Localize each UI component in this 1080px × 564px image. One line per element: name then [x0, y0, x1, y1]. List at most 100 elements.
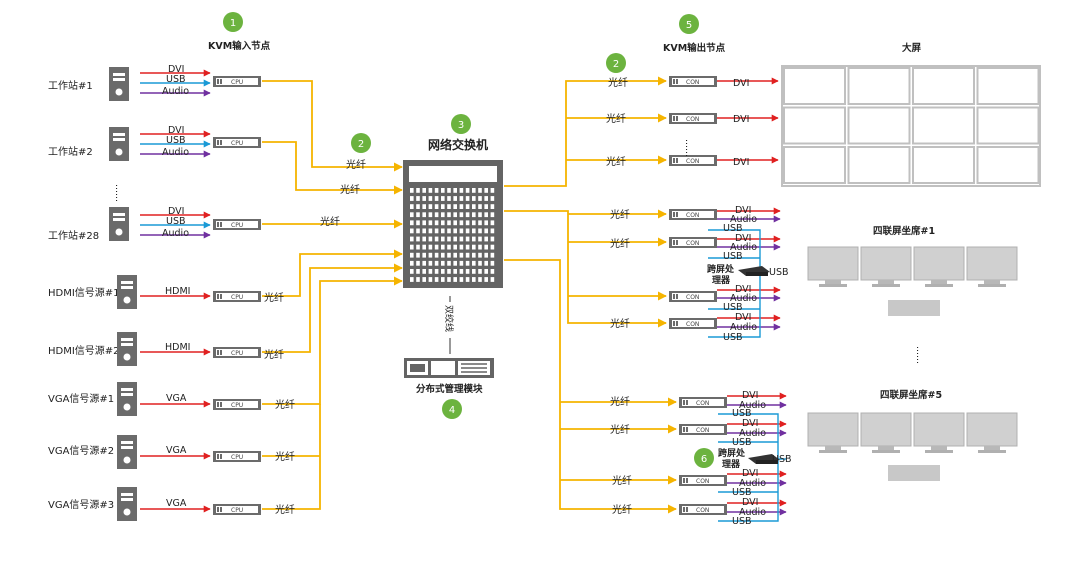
switch-port [416, 277, 420, 282]
switch-port [459, 204, 464, 209]
switch-port [490, 220, 495, 226]
switch-port [434, 277, 439, 282]
step-badge-1 [223, 12, 243, 32]
svg-text:DVI: DVI [735, 205, 751, 216]
svg-text:DVI: DVI [742, 390, 758, 401]
switch-port [484, 236, 488, 242]
switch-port [416, 252, 420, 258]
step-badge-2b [606, 53, 626, 73]
svg-text:CON: CON [686, 158, 699, 165]
switch-port [441, 252, 445, 258]
switch-port [459, 236, 464, 242]
workstation-icon [117, 487, 137, 521]
switch-port [465, 188, 470, 193]
switch-port [416, 212, 420, 218]
svg-text:DVI: DVI [733, 78, 749, 89]
workstation-icon [117, 382, 137, 416]
switch-port [422, 188, 426, 193]
svg-text:CPU: CPU [231, 454, 243, 461]
svg-text:USB: USB [732, 516, 752, 527]
svg-text:CPU: CPU [231, 402, 243, 409]
switch-port [428, 252, 433, 258]
switch-port [410, 196, 414, 201]
seat1-title: 四联屏坐席#1 [873, 225, 935, 237]
switch-port [428, 244, 433, 250]
switch-port [453, 252, 457, 258]
management-module-title: 分布式管理模块 [416, 383, 483, 395]
switch-port [422, 252, 426, 258]
switch-port [441, 196, 445, 201]
switch-port [478, 260, 482, 266]
svg-text:5: 5 [686, 20, 692, 31]
svg-text:DVI: DVI [733, 114, 749, 125]
fiber-label: 光纤 [608, 76, 628, 89]
svg-text:Audio: Audio [739, 478, 766, 489]
source-label-ws2: 工作站#2 [48, 145, 93, 158]
switch-port [410, 244, 414, 250]
switch-port [434, 244, 439, 250]
svg-text:DVI: DVI [742, 497, 758, 508]
cross-screen-label: 跨屏处理器 [707, 263, 735, 286]
switch-port [447, 236, 451, 242]
switch-port [422, 228, 426, 234]
svg-text:CON: CON [686, 240, 699, 247]
switch-port [453, 204, 457, 209]
screen-tile [847, 67, 911, 105]
switch-port [484, 228, 488, 234]
switch-port [490, 228, 495, 234]
source-label-ws28: 工作站#28 [48, 229, 99, 242]
svg-text:USB: USB [772, 454, 792, 465]
switch-port [447, 244, 451, 250]
svg-text:USB: USB [166, 135, 186, 146]
con-boxes: CON CON CON CON CON CON CON CON CON CON … [669, 76, 727, 515]
switch-port [453, 260, 457, 266]
switch-port [447, 228, 451, 234]
svg-text:Audio: Audio [162, 147, 189, 158]
switch-port [484, 220, 488, 226]
svg-text:CPU: CPU [231, 350, 243, 357]
switch-port [410, 260, 414, 266]
switch-port [416, 228, 420, 234]
svg-text:VGA: VGA [166, 393, 187, 404]
switch-port [490, 277, 495, 282]
svg-text:CPU: CPU [231, 79, 243, 86]
switch-port [484, 269, 488, 274]
network-switch-title: 网络交换机 [428, 137, 488, 152]
switch-port [434, 236, 439, 242]
switch-port [465, 244, 470, 250]
output-signal-wires [708, 77, 787, 522]
switch-port [472, 252, 476, 258]
switch-port [490, 269, 495, 274]
switch-port [410, 236, 414, 242]
svg-text:DVI: DVI [733, 157, 749, 168]
svg-text:Audio: Audio [739, 400, 766, 411]
fiber-label: 光纤 [606, 112, 626, 125]
svg-text:HDMI: HDMI [165, 342, 190, 353]
switch-port [453, 277, 457, 282]
switch-port [428, 204, 433, 209]
svg-text:DVI: DVI [735, 312, 751, 323]
output-signal-labels: DVI DVI DVI DVI Audio USB DVI Audio USB … [723, 78, 766, 527]
switch-port [484, 212, 488, 218]
step-badge-3 [451, 114, 471, 134]
svg-text:Audio: Audio [730, 293, 757, 304]
source-label-vga3: VGA信号源#3 [48, 498, 114, 511]
source-label-ws1: 工作站#1 [48, 79, 93, 92]
switch-port [465, 220, 470, 226]
source-label-vga2: VGA信号源#2 [48, 444, 114, 457]
svg-text:CPU: CPU [231, 507, 243, 514]
svg-text:USB: USB [723, 332, 743, 343]
switch-port [410, 228, 414, 234]
cross-screen-processor-2: 跨屏处理器 USB [718, 447, 792, 470]
svg-text:DVI: DVI [168, 206, 184, 217]
step-badge-4 [442, 399, 462, 419]
svg-text:CON: CON [686, 212, 699, 219]
switch-port [472, 269, 476, 274]
svg-text:DVI: DVI [735, 284, 751, 295]
switch-port [472, 236, 476, 242]
fiber-label: 光纤 [610, 423, 630, 436]
switch-port [441, 212, 445, 218]
switch-port [434, 188, 439, 193]
step-badge-2 [351, 133, 371, 153]
management-module [404, 358, 494, 378]
